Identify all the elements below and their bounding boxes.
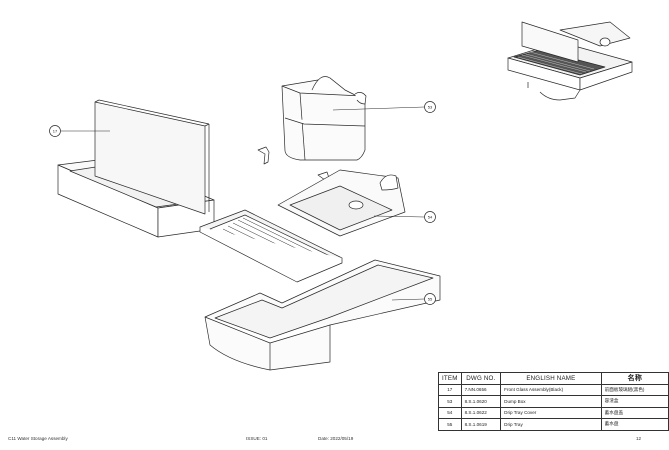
balloon-17: 17: [49, 125, 61, 137]
table-row: 54 8.S.1.0622 Drip Tray Cover 蓄水盘盖: [438, 406, 669, 419]
bom-cell-english-name: Front Glass Assembly(Black): [500, 383, 602, 396]
bom-header-item: ITEM: [438, 372, 462, 385]
balloon-55: 55: [424, 293, 436, 305]
balloon-label: 54: [428, 215, 433, 220]
bracket-left: [257, 146, 270, 165]
footer-date: Date: 2022/05/19: [318, 436, 354, 441]
bom-cell-chinese-name: 蓄水盘盖: [600, 406, 669, 419]
bom-cell-english-name: Drip Tray: [500, 418, 602, 431]
bom-header-chinese-name: 名称: [600, 372, 669, 385]
bom-cell-chinese-name: 前面板玻璃組(黑色): [600, 383, 669, 396]
leader-line-53: [332, 106, 425, 111]
balloon-54: 54: [424, 211, 436, 223]
front-glass-assembly: [57, 99, 215, 238]
dump-box: [281, 76, 367, 161]
bom-header-english-name: ENGLISH NAME: [500, 372, 602, 385]
drip-tray-cover: [277, 169, 406, 237]
bom-cell-dwg-no: 7.NN.0656: [460, 383, 502, 396]
bom-cell-item: 54: [438, 406, 462, 419]
bom-header-dwg-no: DWG NO.: [460, 372, 502, 385]
bill-of-materials-table: ITEM DWG NO. ENGLISH NAME 名称 17 7.NN.065…: [438, 372, 669, 431]
bom-cell-english-name: Drip Tray Cover: [500, 406, 602, 419]
bom-cell-item: 17: [438, 383, 462, 396]
balloon-53: 53: [424, 101, 436, 113]
bom-cell-dwg-no: 8.S.1.0619: [460, 418, 502, 431]
leader-line-55: [391, 298, 425, 301]
table-row: 17 7.NN.0656 Front Glass Assembly(Black)…: [438, 383, 669, 396]
drip-tray-grate: [199, 209, 343, 283]
table-row: 53 8.S.1.0620 Dump Box 容渣盒: [438, 395, 669, 408]
leader-line-54: [373, 215, 425, 218]
bom-header-row: ITEM DWG NO. ENGLISH NAME 名称: [438, 372, 669, 385]
bom-cell-dwg-no: 8.S.1.0622: [460, 406, 502, 419]
table-row: 55 8.S.1.0619 Drip Tray 蓄水盘: [438, 418, 669, 431]
balloon-label: 53: [428, 105, 433, 110]
bom-cell-item: 55: [438, 418, 462, 431]
bom-cell-item: 53: [438, 395, 462, 408]
footer-page-number: 12: [636, 436, 642, 441]
footer-document-title: C11 Water Storage Assembly: [8, 436, 68, 441]
drip-tray: [204, 259, 441, 371]
bom-cell-chinese-name: 容渣盒: [600, 395, 669, 408]
footer-issue: ISSUE: 01: [246, 436, 268, 441]
bom-cell-english-name: Dump Box: [500, 395, 602, 408]
bom-cell-dwg-no: 8.S.1.0620: [460, 395, 502, 408]
balloon-label: 17: [53, 129, 58, 134]
bom-cell-chinese-name: 蓄水盘: [600, 418, 669, 431]
assembly-thumbnail: [507, 21, 633, 101]
balloon-label: 55: [428, 297, 433, 302]
